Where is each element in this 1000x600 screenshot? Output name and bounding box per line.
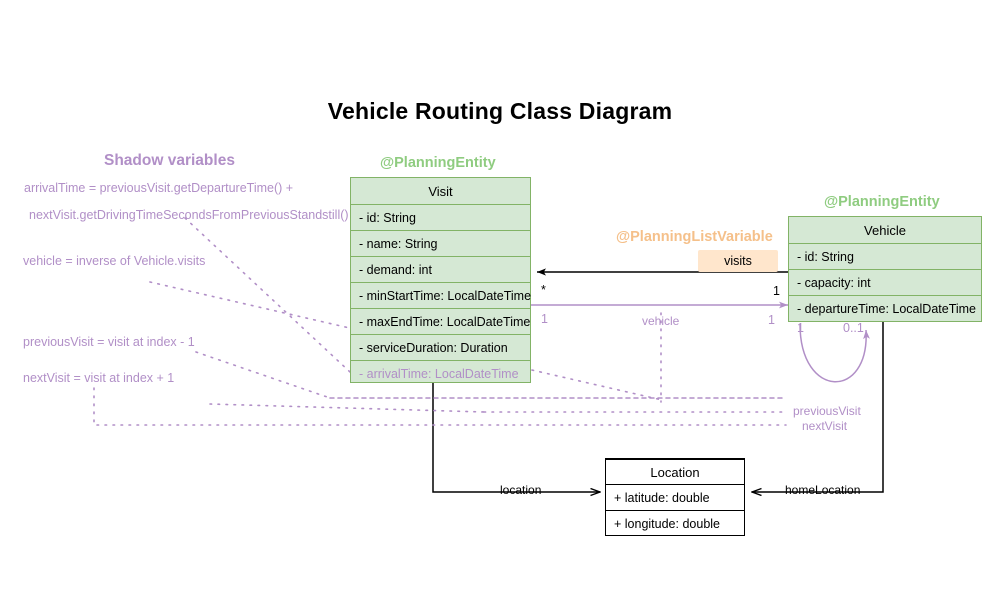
vehicle-stereotype: @PlanningEntity xyxy=(824,194,940,210)
edge-visit-self-loop xyxy=(799,323,870,383)
shadow-variable-vehicle: vehicle = inverse of Vehicle.visits xyxy=(23,254,206,268)
previous-visit-label: previousVisit xyxy=(793,404,861,418)
next-visit-label: nextVisit xyxy=(802,419,848,433)
shadow-variable-arrival-time-1: arrivalTime = previousVisit.getDeparture… xyxy=(24,181,294,195)
previous-visit-multiplicity: 1 xyxy=(797,321,804,335)
class-name-vehicle: Vehicle xyxy=(864,222,906,238)
attribute-vehicle-id: - id: String xyxy=(789,243,981,269)
shadow-variables-heading: Shadow variables xyxy=(104,152,235,169)
home-location-relation-label: homeLocation xyxy=(785,483,861,497)
attribute-vehicle-capacity: - capacity: int xyxy=(789,269,981,295)
vehicle-source-multiplicity: 1 xyxy=(541,312,548,326)
visits-source-multiplicity: 1 xyxy=(773,284,780,298)
visits-target-multiplicity: * xyxy=(541,283,546,297)
attribute-visit-id: - id: String xyxy=(351,204,530,230)
class-name-visit: Visit xyxy=(428,183,453,199)
edge-home-location xyxy=(752,322,884,492)
attribute-visit-demand: - demand: int xyxy=(351,256,530,282)
visits-badge: visits xyxy=(698,250,778,272)
class-box-vehicle[interactable]: Vehicle - id: String - capacity: int - d… xyxy=(788,216,982,322)
next-visit-multiplicity: 0..1 xyxy=(843,321,864,335)
vehicle-target-multiplicity: 1 xyxy=(768,313,775,327)
visit-stereotype: @PlanningEntity xyxy=(380,155,496,171)
attribute-visit-min-start-time: - minStartTime: LocalDateTime xyxy=(351,282,531,308)
vehicle-relation-label: vehicle xyxy=(642,314,680,328)
shadow-variable-arrival-time-2: nextVisit.getDrivingTimeSecondsFromPrevi… xyxy=(29,208,349,222)
attribute-visit-name: - name: String xyxy=(351,230,530,256)
class-name-location: Location xyxy=(606,459,744,484)
attribute-visit-service-duration: - serviceDuration: Duration xyxy=(351,334,530,360)
attribute-visit-arrival-time: - arrivalTime: LocalDateTime xyxy=(351,360,530,386)
visits-stereotype: @PlanningListVariable xyxy=(616,229,773,245)
attribute-location-latitude: + latitude: double xyxy=(606,484,744,510)
shadow-variable-next-visit: nextVisit = visit at index + 1 xyxy=(23,371,175,385)
attribute-vehicle-departure-time: - departureTime: LocalDateTime xyxy=(789,295,981,321)
shadow-variable-previous-visit: previousVisit = visit at index - 1 xyxy=(23,335,195,349)
edge-location xyxy=(432,383,600,492)
shadow-leader-lines xyxy=(93,217,787,426)
class-box-location[interactable]: Location + latitude: double + longitude:… xyxy=(605,458,745,536)
attribute-location-longitude: + longitude: double xyxy=(606,510,744,536)
page-title: Vehicle Routing Class Diagram xyxy=(327,98,673,124)
location-relation-label: location xyxy=(500,483,542,497)
class-box-visit[interactable]: Visit - id: String - name: String - dema… xyxy=(350,177,531,383)
attribute-visit-max-end-time: - maxEndTime: LocalDateTime xyxy=(351,308,530,334)
shadow-variables-panel: Shadow variables arrivalTime = previousV… xyxy=(0,150,349,390)
